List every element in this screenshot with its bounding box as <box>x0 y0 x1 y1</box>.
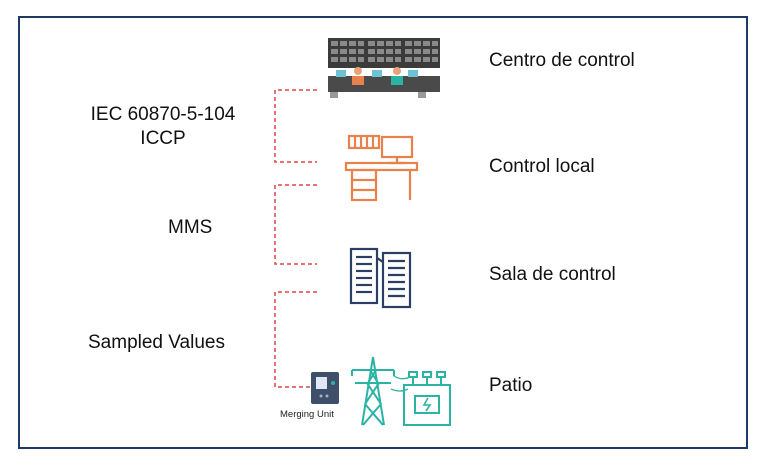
dashed-connectors <box>274 89 317 388</box>
bracket-iec <box>274 89 317 163</box>
protocol-iec-line2: ICCP <box>140 128 186 149</box>
bracket-mms <box>274 184 317 265</box>
bracket-sv <box>274 291 317 388</box>
local-control-desk-icon <box>344 134 419 202</box>
protocol-iec: IEC 60870-5-104 ICCP <box>73 103 253 151</box>
power-lines <box>390 375 411 392</box>
level-control-room: Sala de control <box>489 264 616 285</box>
protocol-mms: MMS <box>168 217 213 238</box>
control-room-servers-icon <box>349 247 412 309</box>
transformer-icon <box>403 371 451 426</box>
level-yard: Patio <box>489 375 533 396</box>
level-control-center: Centro de control <box>489 50 635 71</box>
transmission-tower-icon <box>351 356 395 426</box>
merging-unit-label: Merging Unit <box>280 409 334 420</box>
level-local-control: Control local <box>489 156 595 177</box>
control-center-icon <box>328 38 440 98</box>
protocol-iec-line1: IEC 60870-5-104 <box>90 104 236 125</box>
merging-unit-icon <box>311 372 339 404</box>
protocol-sampled-values: Sampled Values <box>88 332 225 353</box>
